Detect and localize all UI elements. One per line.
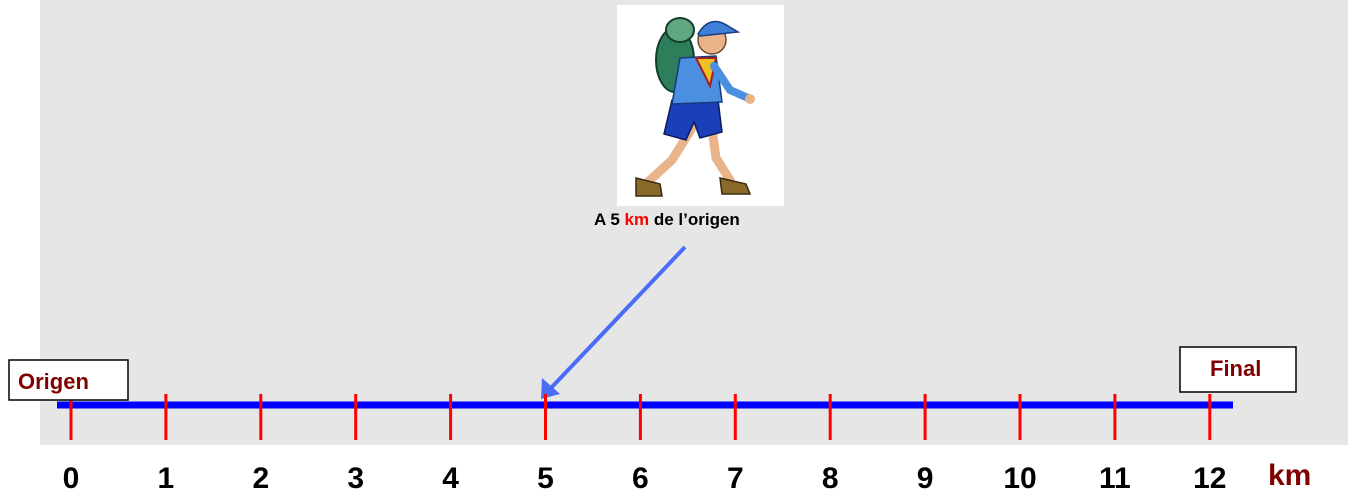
tick-label: 9: [917, 462, 934, 495]
unit-label: km: [1268, 459, 1311, 492]
tick-label: 5: [537, 462, 554, 495]
caption-suffix: de l’origen: [649, 210, 740, 229]
tick-label: 8: [822, 462, 839, 495]
origin-label: Origen: [18, 369, 89, 394]
hiker-scout-icon: [617, 5, 784, 206]
tick-group: [69, 394, 1212, 440]
caption-unit: km: [625, 210, 650, 229]
tick-label: 12: [1193, 462, 1226, 495]
caption-prefix: A 5: [594, 210, 625, 229]
position-caption: A 5 km de l’origen: [594, 210, 740, 229]
tick-label: 11: [1099, 462, 1131, 495]
tick-label: 3: [347, 462, 364, 495]
tick-label: 4: [442, 462, 459, 495]
pointer-arrow: [541, 245, 687, 399]
final-box: Final: [1179, 346, 1297, 393]
final-label: Final: [1210, 356, 1261, 381]
tick-label: 7: [727, 462, 744, 495]
tick-label: 6: [632, 462, 649, 495]
tick-label: 1: [158, 462, 175, 495]
origin-box: Origen: [8, 359, 129, 401]
tick-label: 0: [63, 462, 80, 495]
tick-label: 2: [252, 462, 269, 495]
tick-label: 10: [1003, 462, 1036, 495]
